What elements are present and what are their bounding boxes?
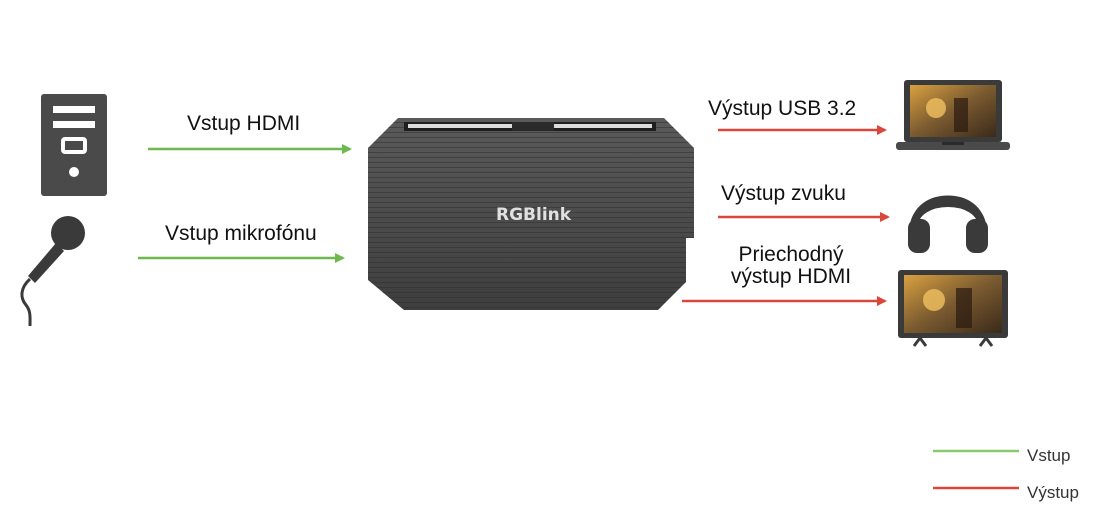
microphone-icon bbox=[20, 216, 85, 327]
label-hdmi-passthrough-line1: Priechodný bbox=[738, 243, 844, 266]
desktop-tower-icon bbox=[41, 94, 107, 196]
headphones-icon bbox=[908, 195, 988, 253]
device-logo: RGBlink bbox=[496, 205, 572, 225]
tv-monitor-icon bbox=[898, 270, 1008, 347]
label-hdmi-passthrough-line2: výstup HDMI bbox=[730, 265, 852, 288]
legend-input-label: Vstup bbox=[1027, 446, 1071, 465]
legend-output-label: Výstup bbox=[1027, 483, 1079, 502]
label-audio-output: Výstup zvuku bbox=[721, 182, 846, 205]
label-usb-output: Výstup USB 3.2 bbox=[708, 97, 857, 120]
label-mic-input: Vstup mikrofónu bbox=[165, 222, 317, 245]
laptop-icon bbox=[896, 80, 1010, 150]
label-hdmi-input: Vstup HDMI bbox=[187, 112, 301, 135]
rgblink-device: RGBlink bbox=[368, 118, 694, 310]
